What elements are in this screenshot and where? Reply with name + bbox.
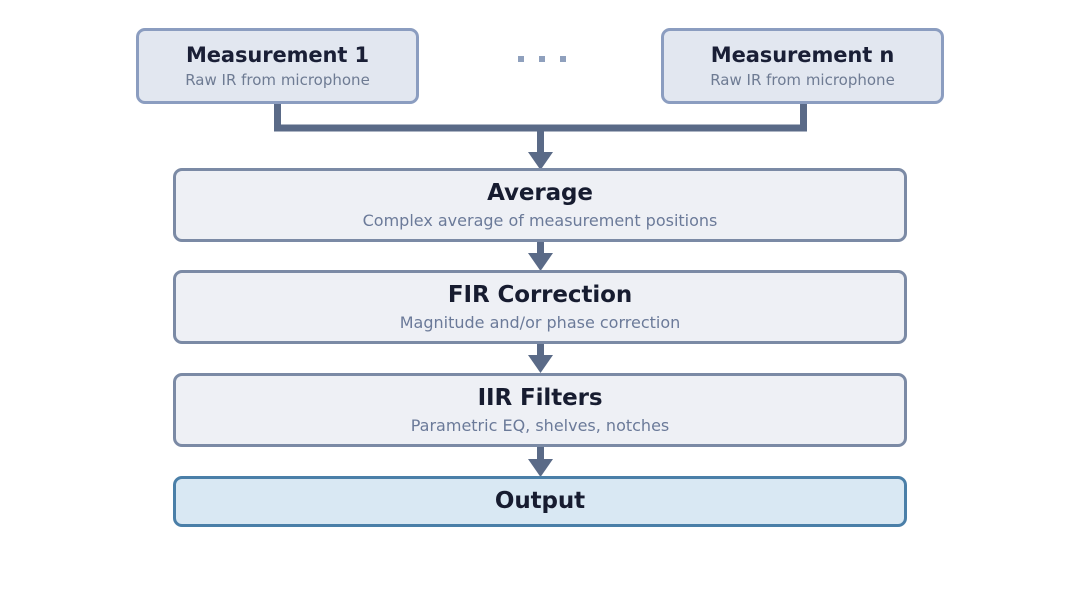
node-title: IIR Filters: [477, 385, 603, 412]
node-subtitle: Complex average of measurement positions: [362, 210, 718, 230]
edge-average-to-fir: [528, 241, 553, 271]
edge-iir-to-output: [528, 447, 553, 477]
node-subtitle: Raw IR from microphone: [185, 71, 370, 90]
node-subtitle: Raw IR from microphone: [710, 71, 895, 90]
ellipsis-dot: [539, 56, 545, 62]
edge-fir-to-iir: [528, 344, 553, 373]
ellipsis-dot: [560, 56, 566, 62]
node-measurement-1[interactable]: Measurement 1 Raw IR from microphone: [136, 28, 419, 104]
edge-measurements-to-average: [274, 101, 807, 170]
node-title: Measurement 1: [185, 42, 370, 67]
node-iir-filters[interactable]: IIR Filters Parametric EQ, shelves, notc…: [173, 373, 907, 447]
node-subtitle: Parametric EQ, shelves, notches: [410, 415, 670, 435]
node-title: Output: [494, 488, 586, 515]
node-fir-correction[interactable]: FIR Correction Magnitude and/or phase co…: [173, 270, 907, 344]
ellipsis-indicator: [518, 56, 566, 62]
node-output[interactable]: Output: [173, 476, 907, 527]
node-title: Measurement n: [710, 42, 895, 67]
ellipsis-dot: [518, 56, 524, 62]
node-measurement-n[interactable]: Measurement n Raw IR from microphone: [661, 28, 944, 104]
node-title: Average: [487, 180, 593, 207]
node-title: FIR Correction: [447, 282, 633, 309]
node-average[interactable]: Average Complex average of measurement p…: [173, 168, 907, 242]
node-subtitle: Magnitude and/or phase correction: [399, 312, 681, 332]
